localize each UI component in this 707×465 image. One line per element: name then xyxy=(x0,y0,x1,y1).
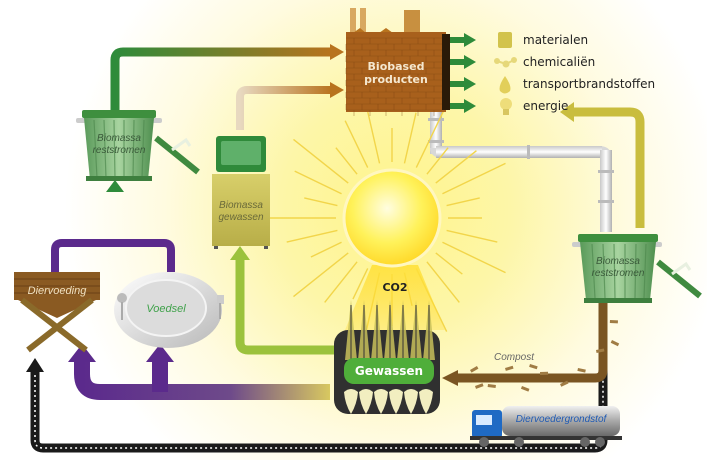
right-biomass-bin xyxy=(572,234,702,303)
sun-ray xyxy=(304,197,338,207)
sun-ray xyxy=(426,147,449,175)
output-icons xyxy=(494,32,517,115)
factory-icon xyxy=(345,8,450,116)
sun-icon xyxy=(342,168,442,268)
sun-ray xyxy=(294,170,342,195)
root-bulb xyxy=(374,389,388,414)
right-bin-label-line1: Biomassa xyxy=(596,256,640,267)
output-arrows xyxy=(450,33,476,113)
compost-chip xyxy=(609,320,618,324)
food-label: Voedsel xyxy=(146,303,186,315)
sun-ray xyxy=(352,268,369,300)
co2-label: CO2 xyxy=(382,281,408,294)
compost-label: Compost xyxy=(494,352,535,363)
sun-rays xyxy=(266,95,506,341)
compost-stream xyxy=(442,303,620,392)
feed-trough xyxy=(14,272,100,353)
output-arrow-head xyxy=(464,33,476,47)
compost-chip xyxy=(529,364,538,370)
factory-label: Biobased producten xyxy=(346,60,446,86)
molecule-icon xyxy=(494,57,517,68)
sun-ray xyxy=(335,147,358,175)
left-bin-label-line1: Biomassa xyxy=(97,133,141,144)
compost-chip xyxy=(560,380,569,387)
sun-ray xyxy=(293,138,349,184)
crop-box-label-line1: Biomassa xyxy=(219,200,263,211)
root-bulb xyxy=(359,389,373,414)
olive-to-energie-arrow xyxy=(560,102,645,228)
beige-to-factory-arrow xyxy=(236,82,344,130)
road-arrow-head xyxy=(26,358,44,372)
sun-ray xyxy=(435,150,477,184)
compost-chip xyxy=(540,371,549,375)
crop-box-label: Biomassa gewassen xyxy=(212,200,270,224)
output-label-energie: energie xyxy=(523,99,569,113)
co2-beam xyxy=(345,265,445,330)
sun-ray xyxy=(426,261,460,303)
sun-ray xyxy=(442,241,506,274)
sun-ray xyxy=(435,252,463,275)
sun-ray xyxy=(446,197,480,207)
output-label-chemicalien: chemicaliën xyxy=(523,55,596,69)
sun-ray xyxy=(415,104,448,168)
compost-chip xyxy=(577,368,586,373)
canister-icon xyxy=(498,32,512,48)
output-arrow-shaft xyxy=(450,103,466,109)
right-bin-label-line2: reststromen xyxy=(591,268,645,279)
compost-chip xyxy=(520,386,530,392)
output-arrow-shaft xyxy=(450,59,466,65)
truck-icon xyxy=(470,406,622,447)
factory-label-line2: producten xyxy=(364,73,428,86)
root-bulb xyxy=(344,389,358,414)
compost-chip xyxy=(470,366,479,373)
crops-label: Gewassen xyxy=(354,364,424,378)
sun-ray xyxy=(324,261,358,303)
compost-chip xyxy=(487,384,496,388)
purple-return-arrow xyxy=(68,344,330,400)
compost-chip xyxy=(505,365,514,371)
truck-label: Diervoedergrondstof xyxy=(515,414,607,425)
sun-ray xyxy=(344,120,369,168)
sun-ray xyxy=(293,252,349,298)
left-bin-label-line2: reststromen xyxy=(92,145,146,156)
food-plate xyxy=(114,272,224,348)
lightbulb-icon xyxy=(500,98,512,115)
lime-to-cropbox-arrow xyxy=(230,246,335,355)
compost-chip xyxy=(596,348,605,353)
factory-label-line1: Biobased xyxy=(367,60,425,73)
feed-label: Diervoeding xyxy=(27,285,87,297)
compost-chip xyxy=(474,383,484,389)
output-arrow-head xyxy=(464,77,476,91)
sun-ray xyxy=(310,241,342,258)
spoon-icon xyxy=(117,293,127,320)
output-arrow-shaft xyxy=(450,81,466,87)
sun-ray xyxy=(403,112,417,164)
root-bulb xyxy=(404,389,418,414)
left-biomass-bin xyxy=(76,110,200,181)
sun-ray xyxy=(446,229,498,243)
crop-box-label-line2: gewassen xyxy=(218,212,264,223)
purple-connector xyxy=(51,180,175,275)
root-bulb xyxy=(389,389,403,414)
sun-ray xyxy=(286,229,338,243)
left-bin-label: Biomassa reststromen xyxy=(84,133,154,157)
output-label-transportbrandstoffen: transportbrandstoffen xyxy=(523,77,656,91)
fuel-drop-icon xyxy=(499,76,511,94)
output-label-materialen: materialen xyxy=(523,33,589,47)
sun-ray xyxy=(442,162,506,195)
output-arrow-head xyxy=(464,99,476,113)
crops-field xyxy=(334,300,440,414)
root-bulb xyxy=(419,389,433,414)
compost-chip xyxy=(610,340,620,347)
fork-icon xyxy=(217,295,224,319)
right-bin-label: Biomassa reststromen xyxy=(582,256,654,280)
output-arrow-head xyxy=(464,55,476,69)
green-to-factory-arrow xyxy=(110,44,344,110)
crop-box xyxy=(212,136,270,249)
output-arrow-shaft xyxy=(450,37,466,43)
waste-pipe xyxy=(428,110,614,232)
